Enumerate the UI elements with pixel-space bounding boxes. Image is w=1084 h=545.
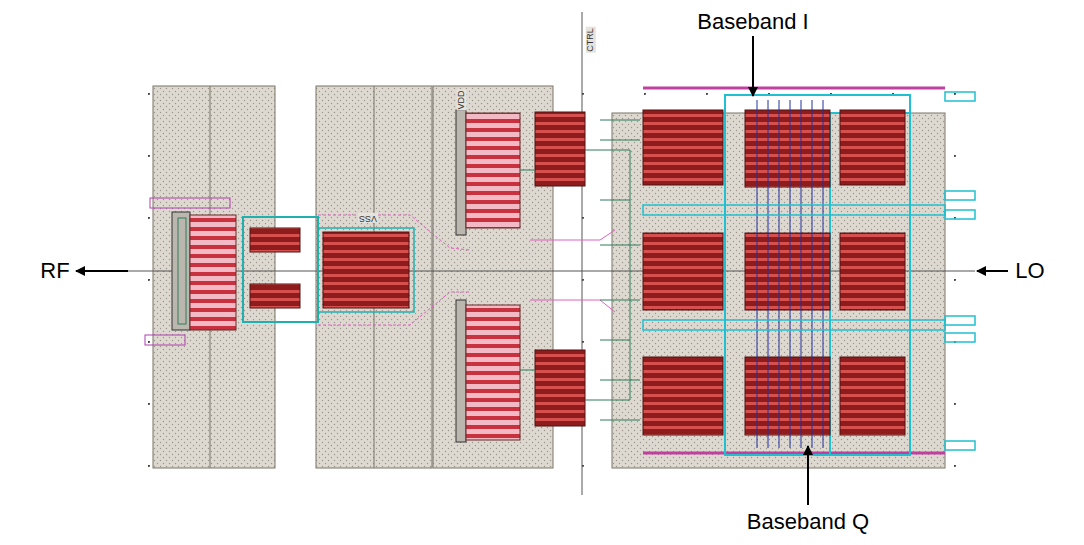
lna-transistors <box>145 198 318 345</box>
port-label: LO <box>1015 259 1044 283</box>
leader-arrows <box>76 36 1008 505</box>
net-label: VSS <box>358 213 378 223</box>
driver-transistors <box>456 110 630 442</box>
port-label: RF <box>40 259 69 283</box>
signal-label: Baseband Q <box>747 510 869 534</box>
mixer-transistors <box>600 88 975 455</box>
net-label: CTRL <box>586 27 596 53</box>
net-label: VDD <box>457 89 467 110</box>
signal-label: Baseband I <box>697 10 808 34</box>
gain-transistors <box>318 215 470 325</box>
well-blocks <box>153 86 945 468</box>
